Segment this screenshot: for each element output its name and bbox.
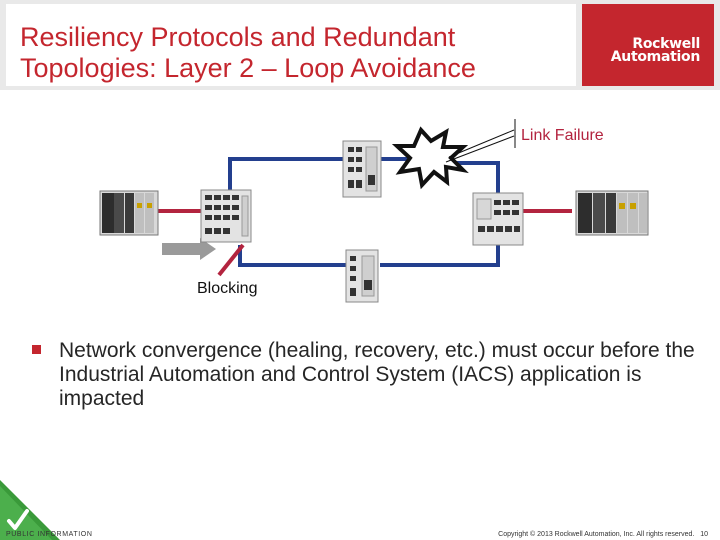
right-plc-controller-icon	[575, 190, 649, 236]
ring-link-top-right-2	[452, 161, 500, 195]
title-box: Resiliency Protocols and Redundant Topol…	[6, 4, 576, 86]
page-number: 10	[700, 531, 708, 538]
logo-line-1: Rockwell	[632, 36, 700, 52]
top-switch-icon	[342, 140, 382, 198]
right-switch-icon	[472, 192, 524, 246]
title-line-1: Resiliency Protocols and Redundant	[20, 22, 456, 52]
link-failure-label: Link Failure	[521, 127, 604, 144]
link-failure-callout-line	[448, 129, 515, 158]
blocking-arrow-icon	[162, 238, 216, 260]
ring-link-bottom-left	[238, 245, 346, 267]
bullet-square-icon	[32, 345, 41, 354]
header-band: Resiliency Protocols and Redundant Topol…	[0, 0, 720, 90]
ring-link-bottom-right	[380, 240, 500, 267]
slide-title: Resiliency Protocols and Redundant Topol…	[20, 22, 476, 84]
rockwell-logo: Rockwell Automation	[582, 4, 714, 86]
blocking-slash-icon	[217, 243, 245, 277]
logo-line-2: Automation	[610, 49, 701, 65]
footer-copyright: Copyright © 2013 Rockwell Automation, In…	[498, 531, 708, 538]
green-checkmark-icon	[0, 480, 60, 540]
copyright-text: Copyright © 2013 Rockwell Automation, In…	[498, 531, 695, 538]
left-switch-icon	[200, 189, 252, 243]
link-failure-callout-line-2	[445, 135, 515, 163]
bullet-item: Network convergence (healing, recovery, …	[59, 339, 695, 410]
title-line-2: Topologies: Layer 2 – Loop Avoidance	[20, 53, 476, 83]
ring-topology-diagram: Link Failure Blocking	[99, 119, 649, 303]
footer-classification: PUBLIC INFORMATION	[6, 531, 93, 538]
left-plc-controller-icon	[99, 190, 159, 236]
bottom-switch-icon	[345, 249, 379, 303]
link-failure-burst-icon	[391, 126, 469, 190]
blocking-label: Blocking	[197, 280, 257, 297]
